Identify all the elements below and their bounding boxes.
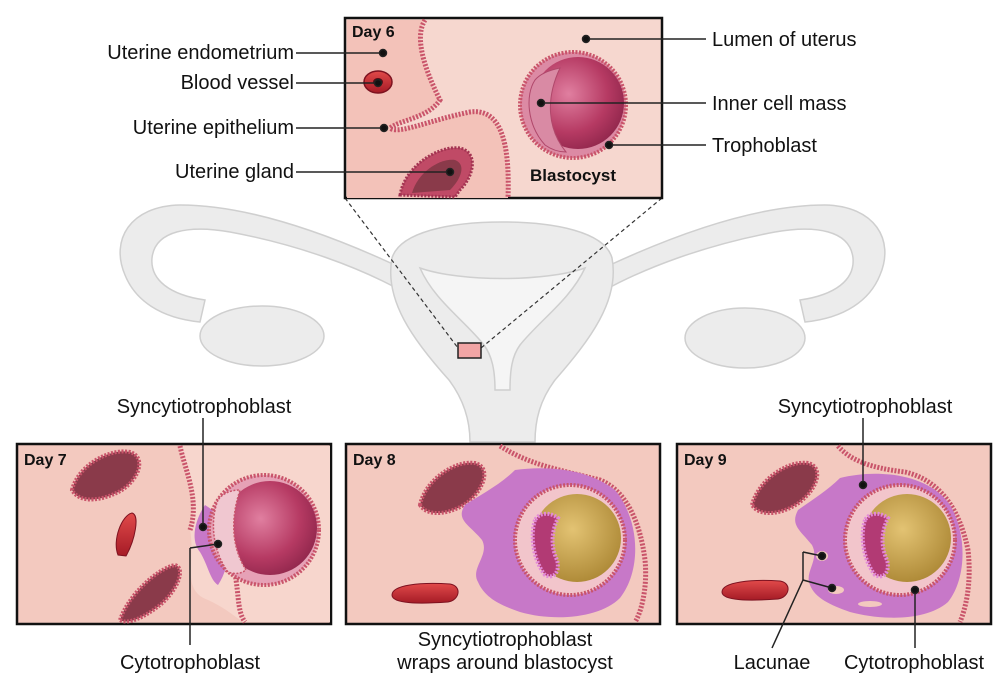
label-day7-cytotrophoblast: Cytotrophoblast: [119, 652, 261, 674]
label-uterine-epithelium: Uterine epithelium: [132, 117, 294, 139]
day6-label: Day 6: [352, 24, 395, 41]
day8-caption-line1: Syncytiotrophoblast: [417, 629, 593, 651]
uterus-illustration: [119, 204, 886, 443]
label-lacunae: Lacunae: [733, 652, 811, 674]
label-lumen-of-uterus: Lumen of uterus: [712, 29, 857, 51]
day9-leaders: [771, 418, 920, 649]
label-inner-cell-mass: Inner cell mass: [712, 93, 847, 115]
label-trophoblast: Trophoblast: [712, 135, 817, 157]
label-day7-syncytiotrophoblast: Syncytiotrophoblast: [116, 396, 292, 418]
day8-caption-line2: wraps around blastocyst: [397, 652, 613, 674]
label-day9-syncytiotrophoblast: Syncytiotrophoblast: [777, 396, 953, 418]
day6-panel: [343, 16, 664, 200]
day7-label: Day 7: [24, 452, 67, 469]
day6-leaders: [296, 34, 706, 177]
label-uterine-endometrium: Uterine endometrium: [107, 42, 294, 64]
day9-panel: [675, 442, 993, 626]
blastocyst-label: Blastocyst: [530, 166, 616, 185]
day8-panel: [344, 442, 662, 626]
zoom-lines: [344, 197, 663, 349]
label-day9-cytotrophoblast: Cytotrophoblast: [843, 652, 985, 674]
day9-label: Day 9: [684, 452, 727, 469]
day8-label: Day 8: [353, 452, 396, 469]
label-uterine-gland: Uterine gland: [175, 161, 294, 183]
label-blood-vessel: Blood vessel: [180, 72, 294, 94]
day7-leaders: [189, 418, 223, 645]
day7-panel: [15, 442, 333, 626]
implantation-site-marker: [457, 342, 482, 359]
